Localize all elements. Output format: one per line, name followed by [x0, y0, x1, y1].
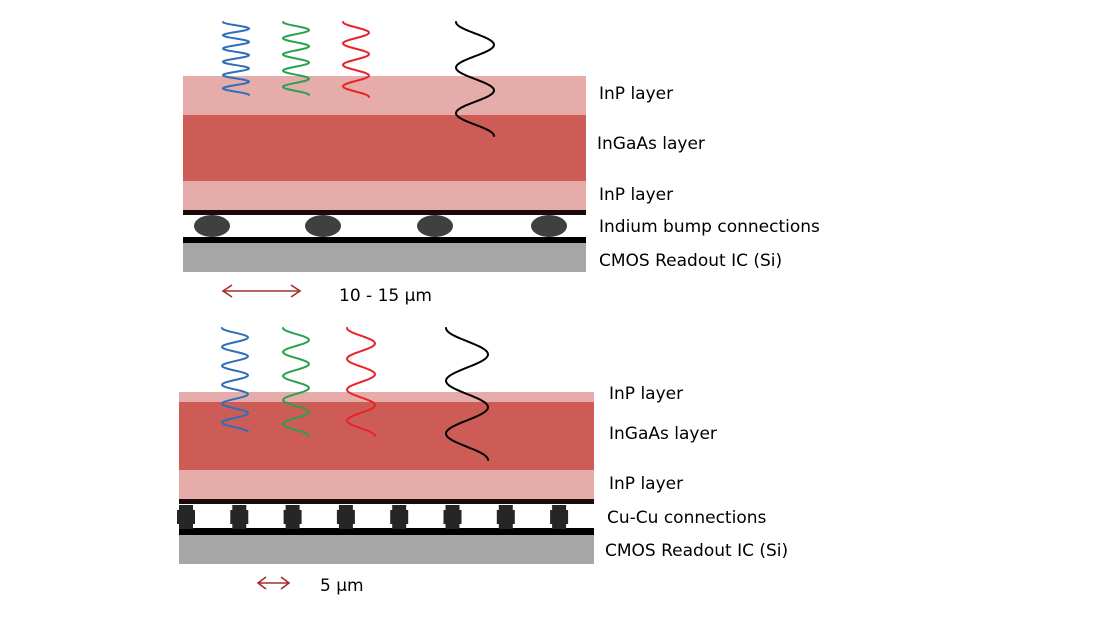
- bottom-cmos-layer: [179, 535, 594, 564]
- bottom-label-cmos: CMOS Readout IC (Si): [605, 541, 788, 561]
- top-label-inp-top: InP layer: [599, 84, 673, 104]
- top-light-waves: [221, 21, 496, 137]
- indium-bump: [305, 215, 341, 237]
- top-inp-top-layer: [183, 76, 586, 115]
- bottom-pitch-label: 5 µm: [320, 576, 364, 596]
- bottom-inp-bottom-layer: [179, 470, 594, 499]
- top-cmos-layer: [183, 243, 586, 272]
- indium-bump: [417, 215, 453, 237]
- cu-cu-pad: [336, 505, 355, 529]
- bottom-label-inp-top: InP layer: [609, 384, 683, 404]
- bottom-contact-line: [179, 499, 594, 504]
- indium-bump: [194, 215, 230, 237]
- top-contact-line: [183, 210, 586, 215]
- cu-cu-pad: [177, 505, 195, 529]
- cu-cu-pad: [550, 505, 569, 529]
- top-bottom-metal-line: [183, 237, 586, 243]
- top-pitch-label: 10 - 15 µm: [339, 286, 432, 306]
- top-label-connections: Indium bump connections: [599, 217, 820, 237]
- top-ingaas-layer: [183, 115, 586, 181]
- bottom-inp-top-layer: [179, 392, 594, 402]
- cu-cu-pad: [390, 505, 409, 529]
- cu-cu-pads: [177, 505, 569, 529]
- bottom-light-waves: [220, 327, 490, 461]
- indium-bumps: [194, 215, 567, 237]
- top-label-ingaas: InGaAs layer: [597, 134, 705, 154]
- cu-cu-pad: [230, 505, 249, 529]
- bottom-label-connections: Cu-Cu connections: [607, 508, 766, 528]
- bottom-black-wave: [444, 327, 490, 461]
- indium-bump: [531, 215, 567, 237]
- top-stack: [183, 76, 586, 272]
- bottom-blue-wave: [220, 327, 250, 433]
- bottom-label-ingaas: InGaAs layer: [609, 424, 717, 444]
- top-inp-bottom-layer: [183, 181, 586, 210]
- bottom-ingaas-layer: [179, 402, 594, 470]
- bottom-label-inp-bottom: InP layer: [609, 474, 683, 494]
- bottom-green-wave: [281, 327, 311, 437]
- cu-cu-pad: [443, 505, 462, 529]
- bottom-red-wave: [345, 327, 377, 437]
- cu-cu-pad: [496, 505, 515, 529]
- bottom-bottom-metal-line: [179, 528, 594, 535]
- cu-cu-pad: [283, 505, 302, 529]
- bottom-stack: [177, 392, 594, 564]
- top-label-cmos: CMOS Readout IC (Si): [599, 251, 782, 271]
- top-label-inp-bottom: InP layer: [599, 185, 673, 205]
- top-green-wave: [281, 21, 311, 96]
- top-scale-arrow: [221, 284, 302, 298]
- bottom-scale-arrow: [256, 576, 291, 590]
- top-black-wave: [454, 21, 496, 137]
- top-blue-wave: [221, 21, 251, 96]
- top-red-wave: [341, 21, 371, 98]
